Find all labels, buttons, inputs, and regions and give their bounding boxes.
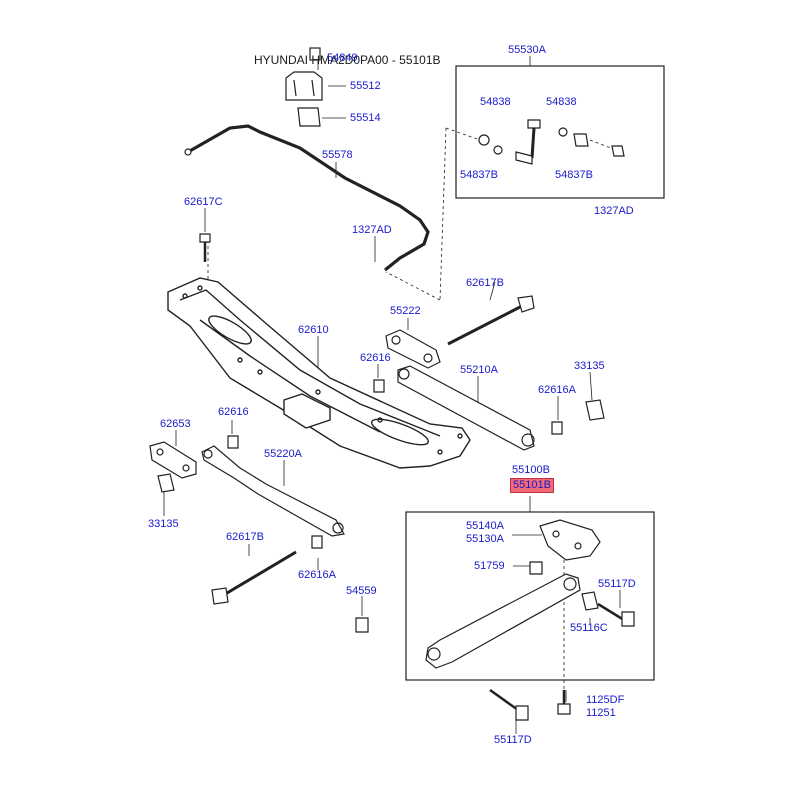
bolt-62617b-upper <box>447 295 535 346</box>
arm-55210a <box>397 365 535 451</box>
label-62610[interactable]: 62610 <box>298 324 329 336</box>
nut-54559 <box>355 617 369 633</box>
label-54559[interactable]: 54559 <box>346 585 377 597</box>
label-62617b-lower[interactable]: 62617B <box>226 531 264 543</box>
bolt-1125df <box>557 690 571 715</box>
stabilizer-link-kit <box>478 119 625 165</box>
plate-62653 <box>149 441 197 479</box>
label-54838-right[interactable]: 54838 <box>546 96 577 108</box>
label-55100b[interactable]: 55100B <box>512 464 550 476</box>
label-55101b-highlighted[interactable]: 55101B <box>510 478 554 493</box>
lower-arm-assembly <box>425 519 635 669</box>
label-55140a[interactable]: 55140A <box>466 520 504 532</box>
label-1125df[interactable]: 1125DF <box>586 694 625 706</box>
arm-55220a <box>201 445 345 537</box>
label-54838-left[interactable]: 54838 <box>480 96 511 108</box>
label-62617b-upper[interactable]: 62617B <box>466 277 504 289</box>
label-11251[interactable]: 11251 <box>586 707 616 719</box>
label-55117d-upper[interactable]: 55117D <box>598 578 636 590</box>
link-plate-55222 <box>385 329 441 369</box>
label-33135-upper[interactable]: 33135 <box>574 360 605 372</box>
label-51759[interactable]: 51759 <box>474 560 505 572</box>
label-62616a-upper[interactable]: 62616A <box>538 384 576 396</box>
bolt-62617b-lower <box>211 550 297 605</box>
label-55530a[interactable]: 55530A <box>508 44 546 56</box>
label-62617c[interactable]: 62617C <box>184 196 223 208</box>
label-55220a[interactable]: 55220A <box>264 448 302 460</box>
label-55222[interactable]: 55222 <box>390 305 421 317</box>
stabilizer-link-group-box <box>455 65 665 199</box>
nut-62616-upper <box>373 379 385 393</box>
dashed-lines <box>207 127 617 700</box>
bushing-33135-lower <box>157 473 175 493</box>
nut-62616a-upper <box>551 421 563 435</box>
label-55117d-lower[interactable]: 55117D <box>494 734 532 746</box>
label-55512[interactable]: 55512 <box>350 80 381 92</box>
bushing-33135-upper <box>585 399 605 421</box>
label-33135-lower[interactable]: 33135 <box>148 518 179 530</box>
label-54849[interactable]: 54849 <box>327 52 358 64</box>
label-62616a-lower[interactable]: 62616A <box>298 569 336 581</box>
label-54837b-right[interactable]: 54837B <box>555 169 593 181</box>
nut-62616-lower <box>227 435 239 449</box>
label-1327ad-upper[interactable]: 1327AD <box>352 224 392 236</box>
crossmember <box>167 277 471 469</box>
label-55210a[interactable]: 55210A <box>460 364 498 376</box>
label-62653[interactable]: 62653 <box>160 418 191 430</box>
label-55130a[interactable]: 55130A <box>466 533 504 545</box>
label-62616-upper[interactable]: 62616 <box>360 352 391 364</box>
label-1327ad-box[interactable]: 1327AD <box>594 205 634 217</box>
bolt-62617c <box>199 233 211 262</box>
label-54837b-left[interactable]: 54837B <box>460 169 498 181</box>
stabilizer-bar <box>187 124 430 272</box>
nut-62616a-lower <box>311 535 323 549</box>
label-55116c[interactable]: 55116C <box>570 622 608 634</box>
label-55578[interactable]: 55578 <box>322 149 353 161</box>
diagram-title: HYUNDAI HMA2D0PA00 - 55101B <box>254 53 441 67</box>
bushing-bracket <box>285 47 323 127</box>
label-62616-lower[interactable]: 62616 <box>218 406 249 418</box>
label-55514[interactable]: 55514 <box>350 112 381 124</box>
bolt-55117d-lower <box>489 688 529 721</box>
